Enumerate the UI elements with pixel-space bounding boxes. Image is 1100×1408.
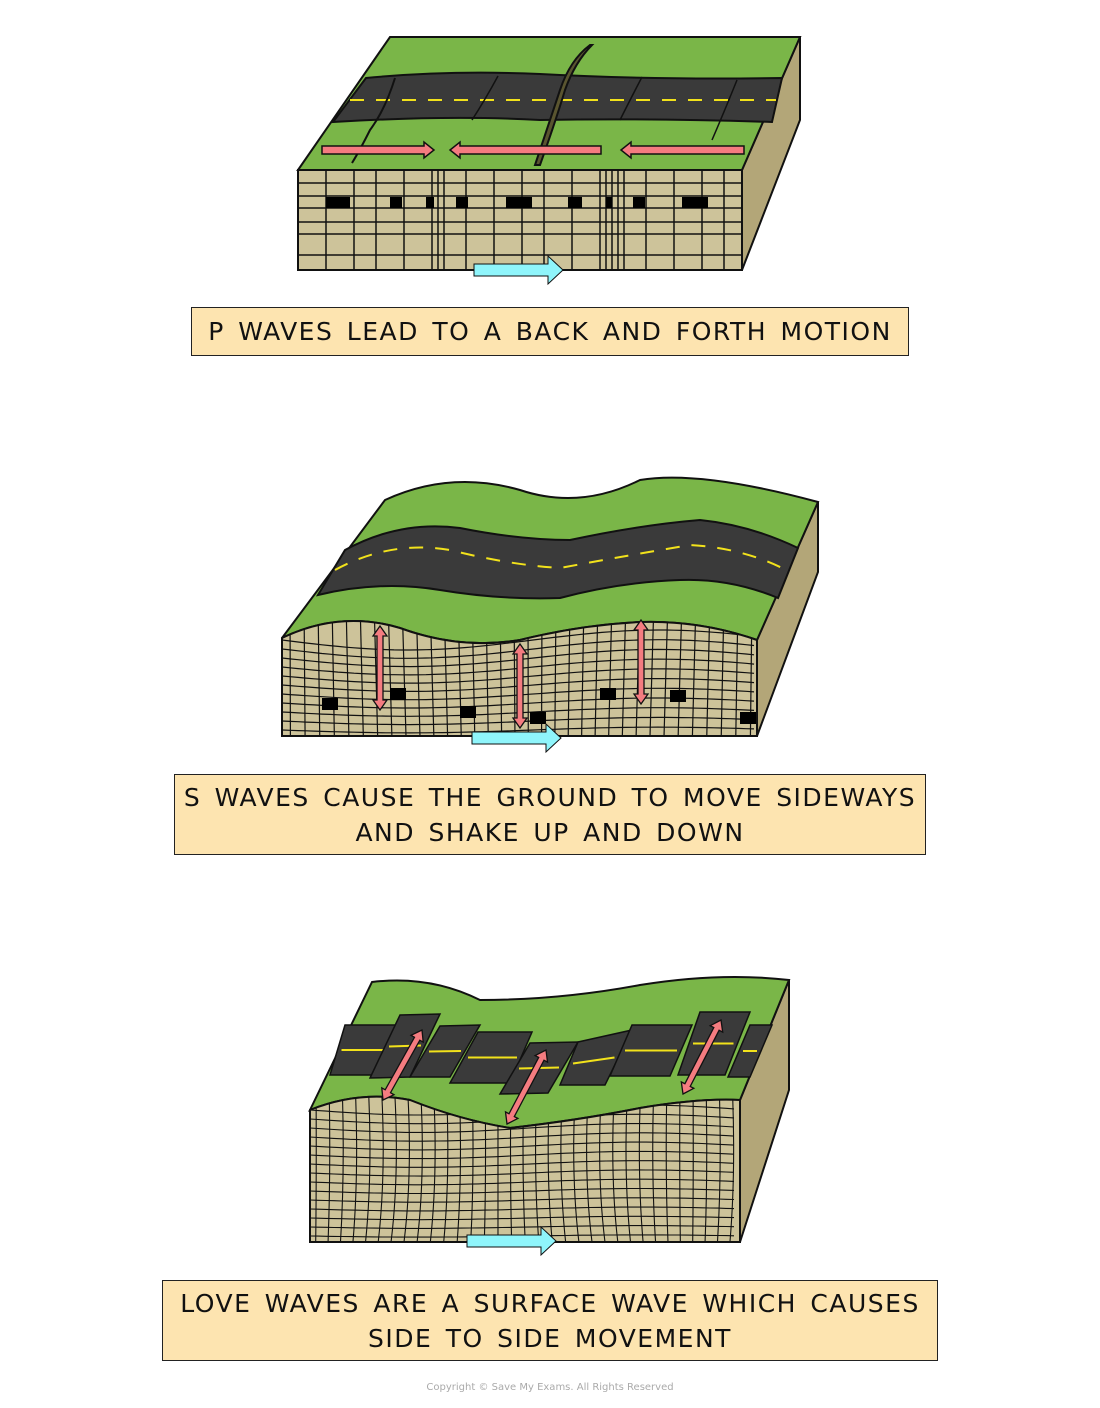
grid-line [716,1096,721,1242]
s-wave-block [281,476,820,754]
grid-line [692,1096,694,1242]
grid-line [310,1160,735,1168]
s-wave-caption: S WAVES CAUSE THE GROUND TO MOVE SIDEWAY… [174,774,926,855]
rock-block [670,690,686,702]
grid-line [310,1187,735,1195]
grid-line [377,1096,384,1242]
grid-line [364,1096,371,1242]
caption-line: AND SHAKE UP AND DOWN [355,817,745,847]
grid-line [310,1197,735,1203]
grid-line [310,1225,735,1229]
up-down-arrows [371,618,650,730]
wave-direction-arrow [473,254,564,286]
side-to-side-arrows [381,1018,724,1126]
grid-line [663,620,669,736]
grid-line [352,1096,358,1242]
rock-grid [298,170,742,270]
rock-block [682,197,708,208]
road-centre-line [428,1050,462,1053]
caption-line: P WAVES LEAD TO A BACK AND FORTH MOTION [208,317,892,346]
caption-line: S WAVES CAUSE THE GROUND TO MOVE SIDEWAY… [183,782,917,812]
wave-direction-arrow [466,1225,557,1257]
rock-block [633,197,645,208]
grid-line [310,1150,735,1160]
love-wave-block [307,975,791,1257]
grid-line [310,1123,735,1133]
rock-block [426,197,434,208]
grid-line [649,620,655,736]
rock-block [390,197,402,208]
side-to-side-arrow [504,1048,549,1126]
copyright: Copyright © Save My Exams. All Rights Re… [426,1382,674,1393]
rock-block [606,197,612,208]
rock-block [322,698,338,710]
particle-arrow-left [448,140,602,160]
rock-block [506,197,532,208]
particle-arrow-left [619,140,745,160]
caption-line: LOVE WAVES ARE A SURFACE WAVE WHICH CAUS… [180,1288,920,1318]
grid-line [339,1096,344,1242]
rock-block [326,197,350,208]
grid-line [310,1141,735,1151]
grid-line [310,1178,735,1186]
rock-grid [310,1096,735,1242]
love-wave-caption: LOVE WAVES ARE A SURFACE WAVE WHICH CAUS… [162,1280,938,1361]
road [315,518,800,600]
rock-block [530,712,546,724]
up-down-arrow [632,618,650,706]
wave-direction-arrow [471,722,562,754]
road-centre-line [334,543,791,573]
grid-line [345,620,350,736]
rock-block [460,706,476,718]
up-down-arrow [371,624,389,712]
grid-line [282,726,755,734]
up-down-arrow [511,642,529,730]
grid-line [729,1096,735,1242]
rock-block [600,688,616,700]
particle-arrow-right [321,140,436,160]
crack [533,44,595,166]
p-wave-block [296,36,802,286]
road-segment [558,1028,634,1086]
grid-line [310,1169,735,1177]
grid-line [704,1096,708,1242]
grid-line [390,1096,397,1242]
side-to-side-arrow [680,1018,724,1096]
grid-line [679,1096,681,1242]
rock-block [568,197,582,208]
rock-block [390,688,406,700]
grid-line [331,620,335,736]
displaced-road-segments [328,1011,774,1095]
road-centre-line [572,1056,615,1065]
grid-line [373,620,379,736]
caption-line: SIDE TO SIDE MOVEMENT [368,1323,732,1353]
grid-line [359,620,364,736]
grid-line [403,1096,410,1242]
rock-block [740,712,756,724]
rock-block [456,197,468,208]
grid-line [310,1132,735,1142]
side-to-side-arrow [381,1029,424,1101]
front-face [297,169,743,271]
p-wave-caption: P WAVES LEAD TO A BACK AND FORTH MOTION [191,307,909,356]
